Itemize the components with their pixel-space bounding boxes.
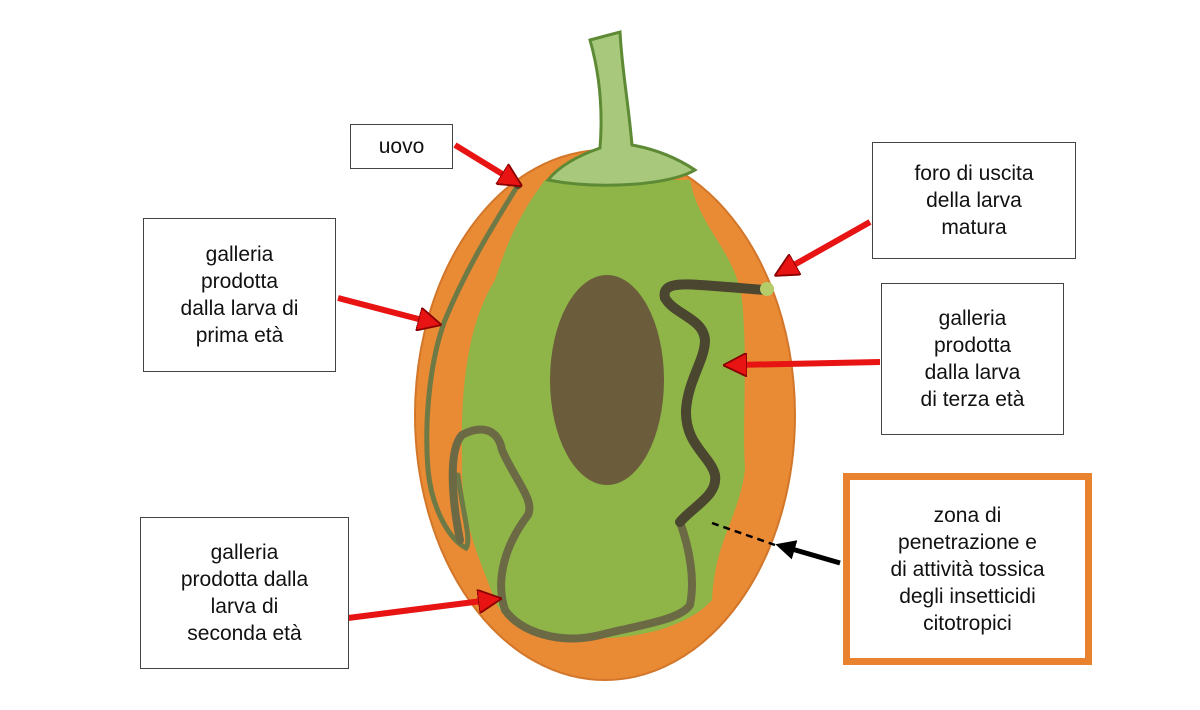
arrow-zone	[775, 540, 841, 566]
label-gallery-second: galleria prodotta dalla larva di seconda…	[140, 517, 349, 669]
egg-dot	[514, 181, 522, 189]
arrow-gallery-third	[735, 362, 881, 365]
label-egg: uovo	[350, 124, 453, 169]
gallery-second-instar	[448, 425, 696, 643]
gallery-first-instar	[424, 182, 521, 552]
seed	[550, 275, 664, 485]
arrow-exit-hole	[785, 219, 872, 270]
label-gallery-first: galleria prodotta dalla larva di prima e…	[143, 218, 336, 372]
stem	[545, 30, 698, 187]
gallery-third-instar	[659, 279, 770, 527]
label-exit-hole: foro di uscita della larva matura	[872, 142, 1076, 259]
label-gallery-third: galleria prodotta dalla larva di terza e…	[881, 283, 1064, 435]
label-insecticide-zone: zona di penetrazione e di attività tossi…	[843, 473, 1092, 665]
arrow-egg	[453, 142, 512, 180]
exit-hole	[760, 282, 774, 296]
arrow-gallery-first	[337, 295, 430, 322]
arrow-gallery-second	[347, 600, 490, 621]
